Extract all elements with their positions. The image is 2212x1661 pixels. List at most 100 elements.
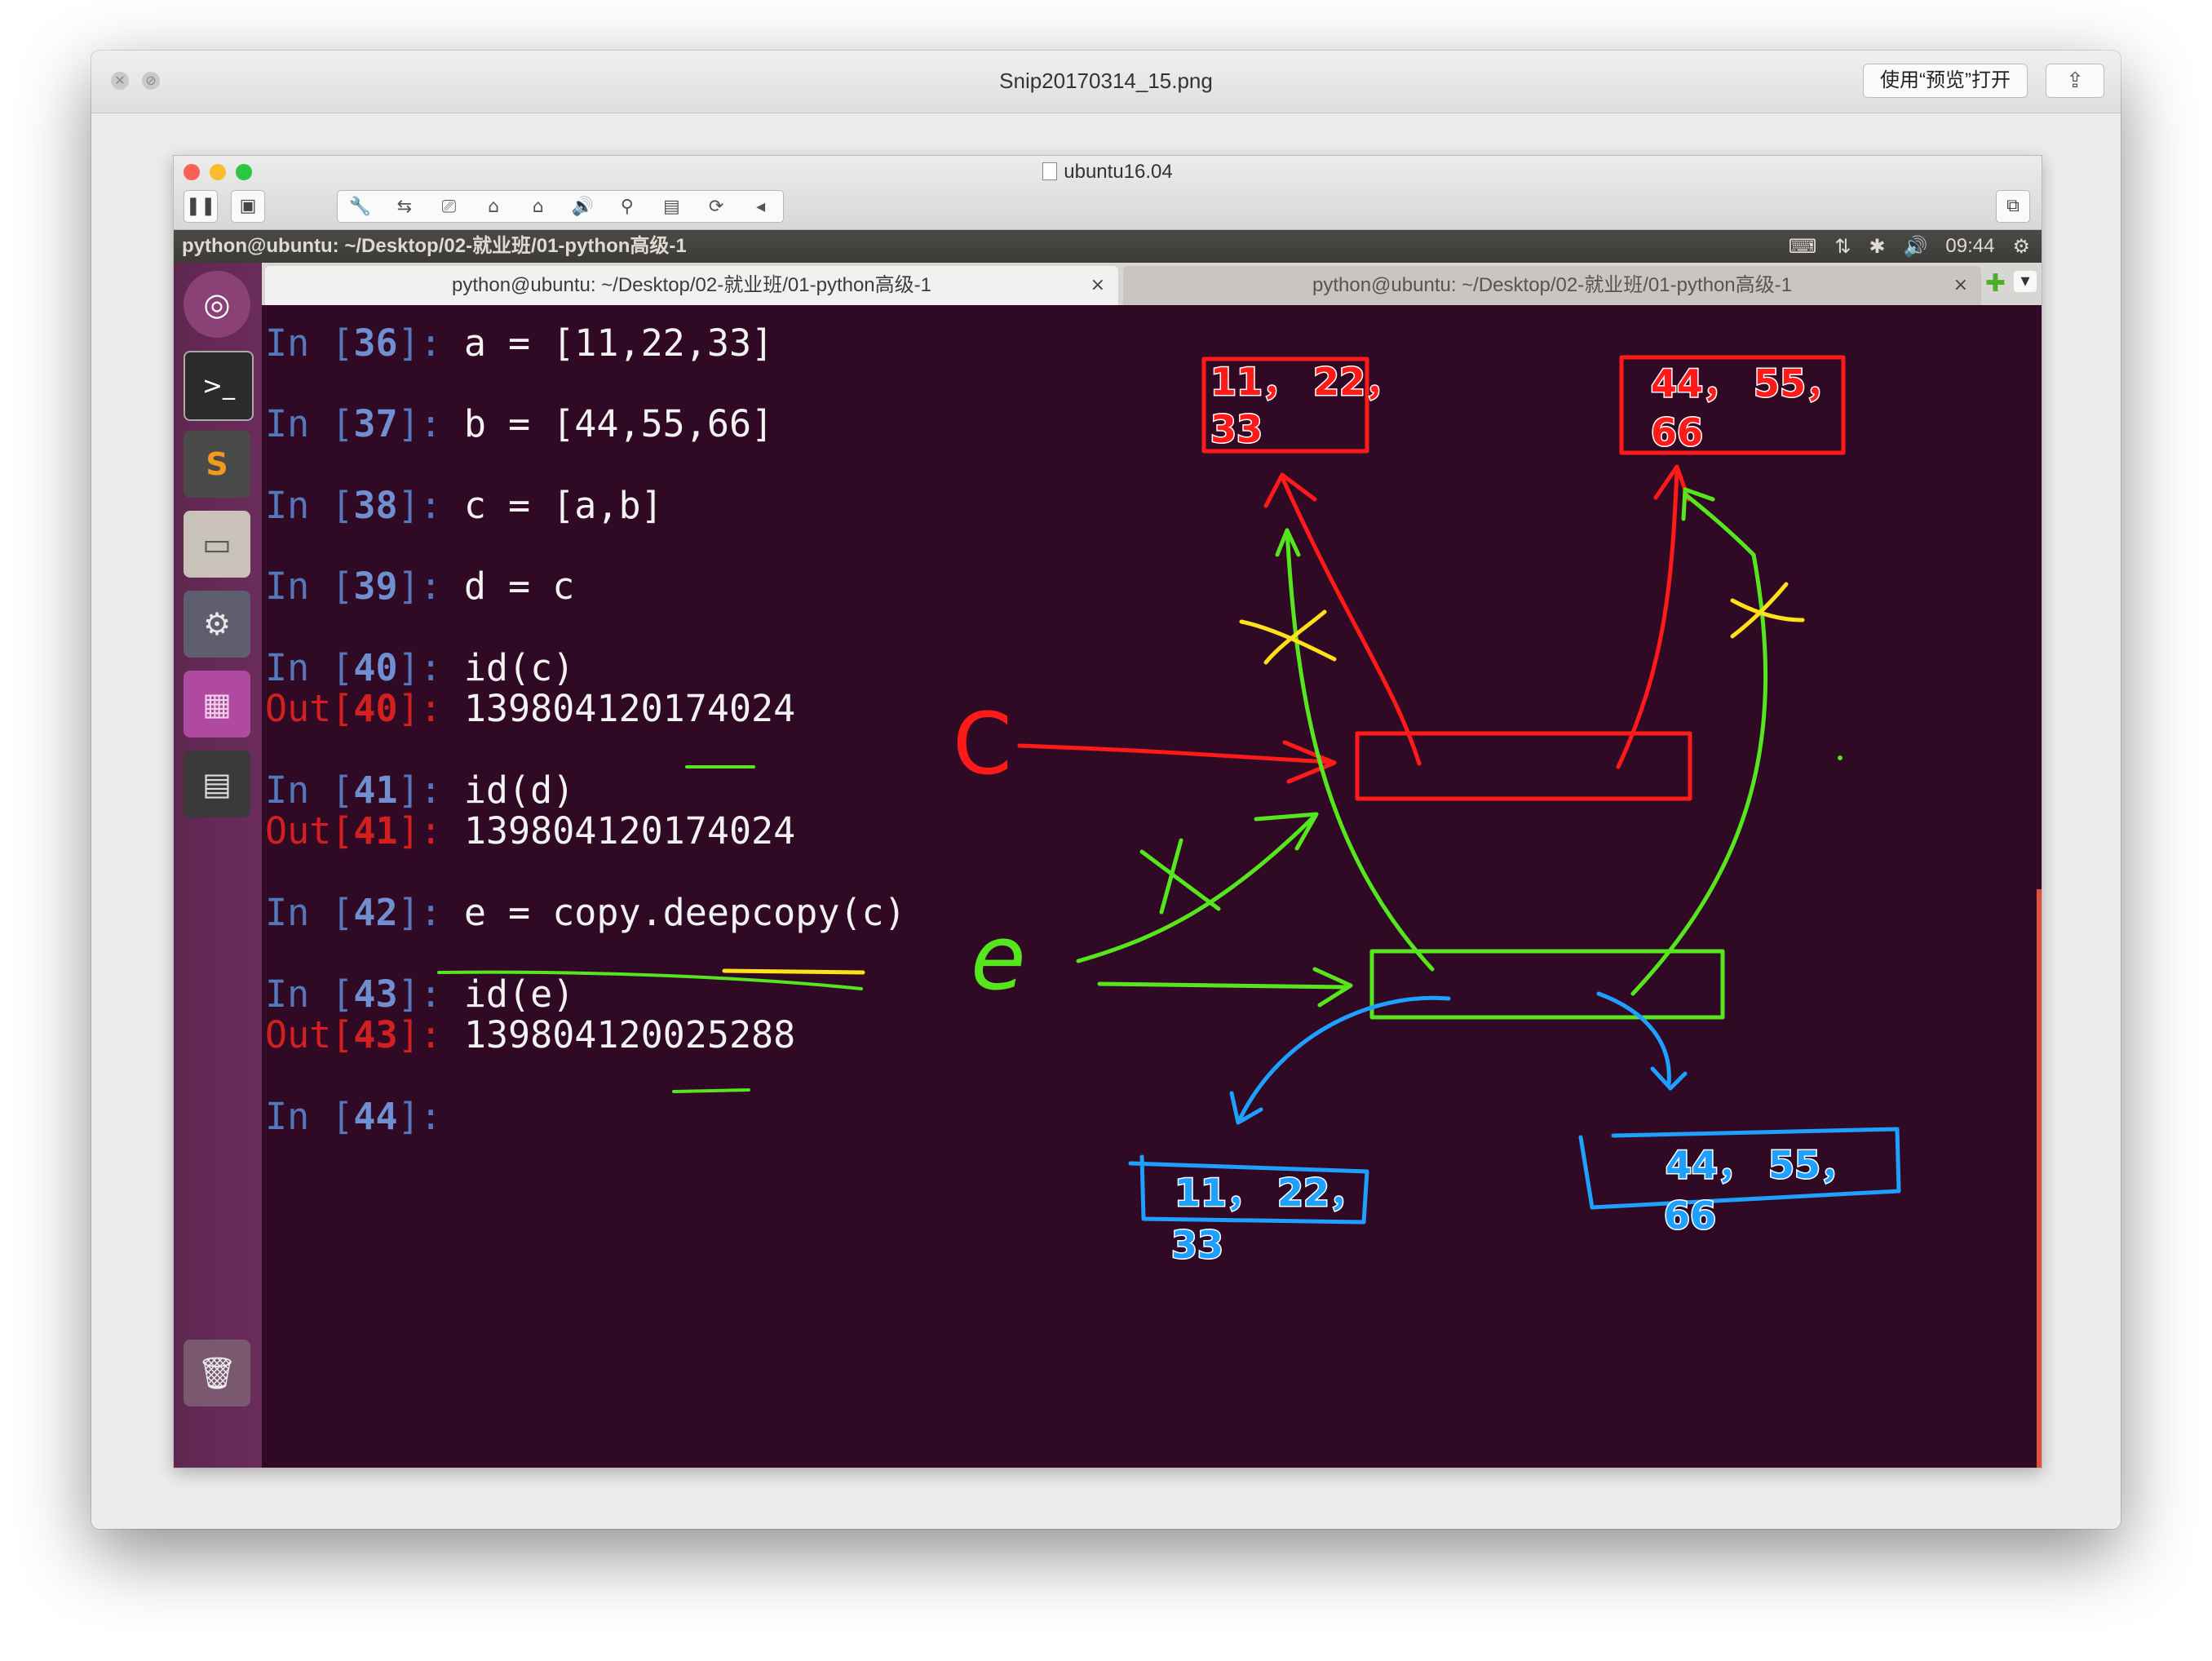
vm-close-button[interactable]: [184, 164, 200, 180]
blue-arrow-to-box-b: [1596, 991, 1671, 1086]
collapse-arrow-icon[interactable]: ◂: [756, 196, 766, 217]
sound-icon[interactable]: 🔊: [571, 196, 594, 217]
minimize-button[interactable]: ⊘: [142, 72, 160, 90]
red-arrowhead-a: [1263, 472, 1317, 508]
green-list-e-box: [1369, 949, 1725, 1020]
code-text: e = copy.deepcopy(c): [463, 891, 906, 934]
sublime-text-icon[interactable]: S: [184, 431, 250, 498]
settings-wrench-icon[interactable]: 🔧: [348, 196, 371, 217]
panel-indicators: ⌨ ⇅ ✱ 🔊 09:44 ⚙: [1789, 230, 2030, 263]
red-box-b-outline: [1619, 355, 1846, 455]
output-line: Out[40]: 139804120174024: [265, 687, 795, 730]
vm-title: ubuntu16.04: [174, 161, 2042, 184]
out-prompt: Out[41]:: [265, 809, 464, 853]
green-arrow-to-box-b: [1630, 492, 1768, 996]
open-with-preview-button[interactable]: 使用“预览”打开: [1863, 64, 2028, 98]
tab-terminal-2[interactable]: python@ubuntu: ~/Desktop/02-就业班/01-pytho…: [1123, 266, 1981, 305]
bluetooth-icon[interactable]: ✱: [1869, 235, 1886, 258]
close-button[interactable]: ✕: [111, 72, 129, 90]
in-prompt: In [36]:: [265, 321, 464, 365]
in-prompt: In [42]:: [265, 891, 464, 934]
usb-icon[interactable]: ⚲: [620, 196, 634, 217]
snapshot-button[interactable]: ▣: [231, 190, 265, 223]
in-prompt: In [44]:: [265, 1095, 464, 1138]
in-prompt: In [43]:: [265, 972, 464, 1016]
blue-box-a-line1: 11， 22，: [1175, 1171, 1367, 1215]
scrollbar-edge[interactable]: [2037, 889, 2042, 1468]
share-icon: ⇪: [2066, 69, 2084, 93]
trash-icon[interactable]: 🗑: [184, 1340, 250, 1406]
new-tab-icon[interactable]: ✚: [1984, 269, 2006, 298]
share-button[interactable]: ⇪: [2046, 64, 2104, 98]
window-title: Snip20170314_15.png: [999, 69, 1213, 93]
launcher: ◎ >_ S ▭ ⚙ ▦ ▤ 🗑: [174, 263, 263, 1468]
red-arrow-to-box-b: [1616, 467, 1679, 769]
code-text: id(c): [463, 646, 575, 689]
document-icon: [1042, 162, 1058, 180]
tab-menu-icon[interactable]: ▾: [2014, 271, 2037, 292]
fullscreen-button[interactable]: ⧉: [1996, 190, 2030, 223]
input-line: In [38]: c = [a,b]: [265, 484, 663, 527]
out-prompt: Out[40]:: [265, 687, 464, 730]
code-text: a = [11,22,33]: [463, 321, 774, 365]
vm-minimize-button[interactable]: [210, 164, 226, 180]
code-text: 139804120025288: [463, 1013, 796, 1056]
cd-icon[interactable]: ⌂: [488, 196, 500, 217]
vm-zoom-button[interactable]: [236, 164, 252, 180]
blue-arrowhead-a: [1229, 1091, 1263, 1125]
green-e-arrowhead: [1312, 967, 1353, 1008]
green-dot: [1838, 755, 1843, 760]
red-arrow-to-box-a: [1280, 475, 1422, 766]
input-line: In [37]: b = [44,55,66]: [265, 402, 773, 445]
blue-box-a-line2: 33: [1171, 1223, 1223, 1267]
red-box-b-line1: 44， 55，: [1651, 361, 1843, 405]
in-prompt: In [40]:: [265, 646, 464, 689]
ubuntu-dash-icon[interactable]: ◎: [184, 271, 250, 338]
network-icon[interactable]: ⇆: [396, 196, 413, 217]
system-settings-icon[interactable]: ⚙: [184, 591, 250, 658]
yellow-cross-a: [1239, 609, 1337, 665]
red-box-a-outline: [1201, 357, 1369, 454]
blue-box-b-line2: 66: [1664, 1194, 1716, 1238]
tab-terminal-1[interactable]: python@ubuntu: ~/Desktop/02-就业班/01-pytho…: [265, 266, 1118, 305]
yellow-cross-b: [1730, 582, 1805, 639]
floppy-icon[interactable]: ▤: [663, 196, 680, 217]
green-arrow-to-box-a: [1285, 528, 1435, 972]
out-prompt: Out[43]:: [265, 1013, 464, 1056]
blue-arrowhead-b: [1650, 1066, 1688, 1091]
keyboard-icon[interactable]: ⌨: [1788, 235, 1817, 258]
printer-icon[interactable]: ⌂: [532, 196, 544, 217]
in-prompt: In [39]:: [265, 565, 464, 608]
green-arrowhead-b: [1681, 487, 1715, 521]
network-updown-icon[interactable]: ⇅: [1834, 235, 1851, 258]
volume-icon[interactable]: 🔊: [1903, 235, 1928, 258]
green-crossed-arrowhead: [1254, 812, 1319, 851]
top-panel: python@ubuntu: ~/Desktop/02-就业班/01-pytho…: [174, 230, 2042, 263]
pause-button[interactable]: ❚❚: [184, 190, 218, 223]
red-box-b-line2: 66: [1651, 410, 1703, 454]
input-line: In [39]: d = c: [265, 565, 574, 608]
save-disk-icon[interactable]: ▤: [184, 751, 250, 817]
session-gear-icon[interactable]: ⚙: [2012, 235, 2030, 258]
output-line: Out[41]: 139804120174024: [265, 809, 795, 853]
code-text: d = c: [463, 565, 575, 608]
in-prompt: In [41]:: [265, 768, 464, 812]
terminal-icon[interactable]: >_: [184, 351, 254, 421]
blue-box-a-outline: [1128, 1154, 1369, 1225]
terminal-content[interactable]: In [36]: a = [11,22,33] In [37]: b = [44,…: [262, 305, 2042, 1468]
tab-label: python@ubuntu: ~/Desktop/02-就业班/01-pytho…: [1312, 274, 1792, 296]
vm-device-toolbar: 🔧 ⇆ ⎚ ⌂ ⌂ 🔊 ⚲ ▤ ⟳ ◂: [337, 190, 784, 223]
workspace-switcher-icon[interactable]: ▦: [184, 671, 250, 737]
clock[interactable]: 09:44: [1945, 235, 1995, 257]
disk-icon[interactable]: ⎚: [441, 196, 457, 217]
tab-close-icon[interactable]: ×: [1953, 275, 1968, 295]
file-manager-icon[interactable]: ▭: [184, 511, 250, 578]
input-line: In [42]: e = copy.deepcopy(c): [265, 891, 906, 934]
tab-close-icon[interactable]: ×: [1090, 275, 1105, 295]
refresh-icon[interactable]: ⟳: [708, 196, 724, 217]
blue-box-b-outline: [1578, 1127, 1901, 1210]
output-line: Out[43]: 139804120025288: [265, 1013, 795, 1056]
preview-titlebar: ✕ ⊘ Snip20170314_15.png 使用“预览”打开 ⇪: [91, 51, 2121, 113]
red-c-arrow: [1017, 743, 1332, 764]
